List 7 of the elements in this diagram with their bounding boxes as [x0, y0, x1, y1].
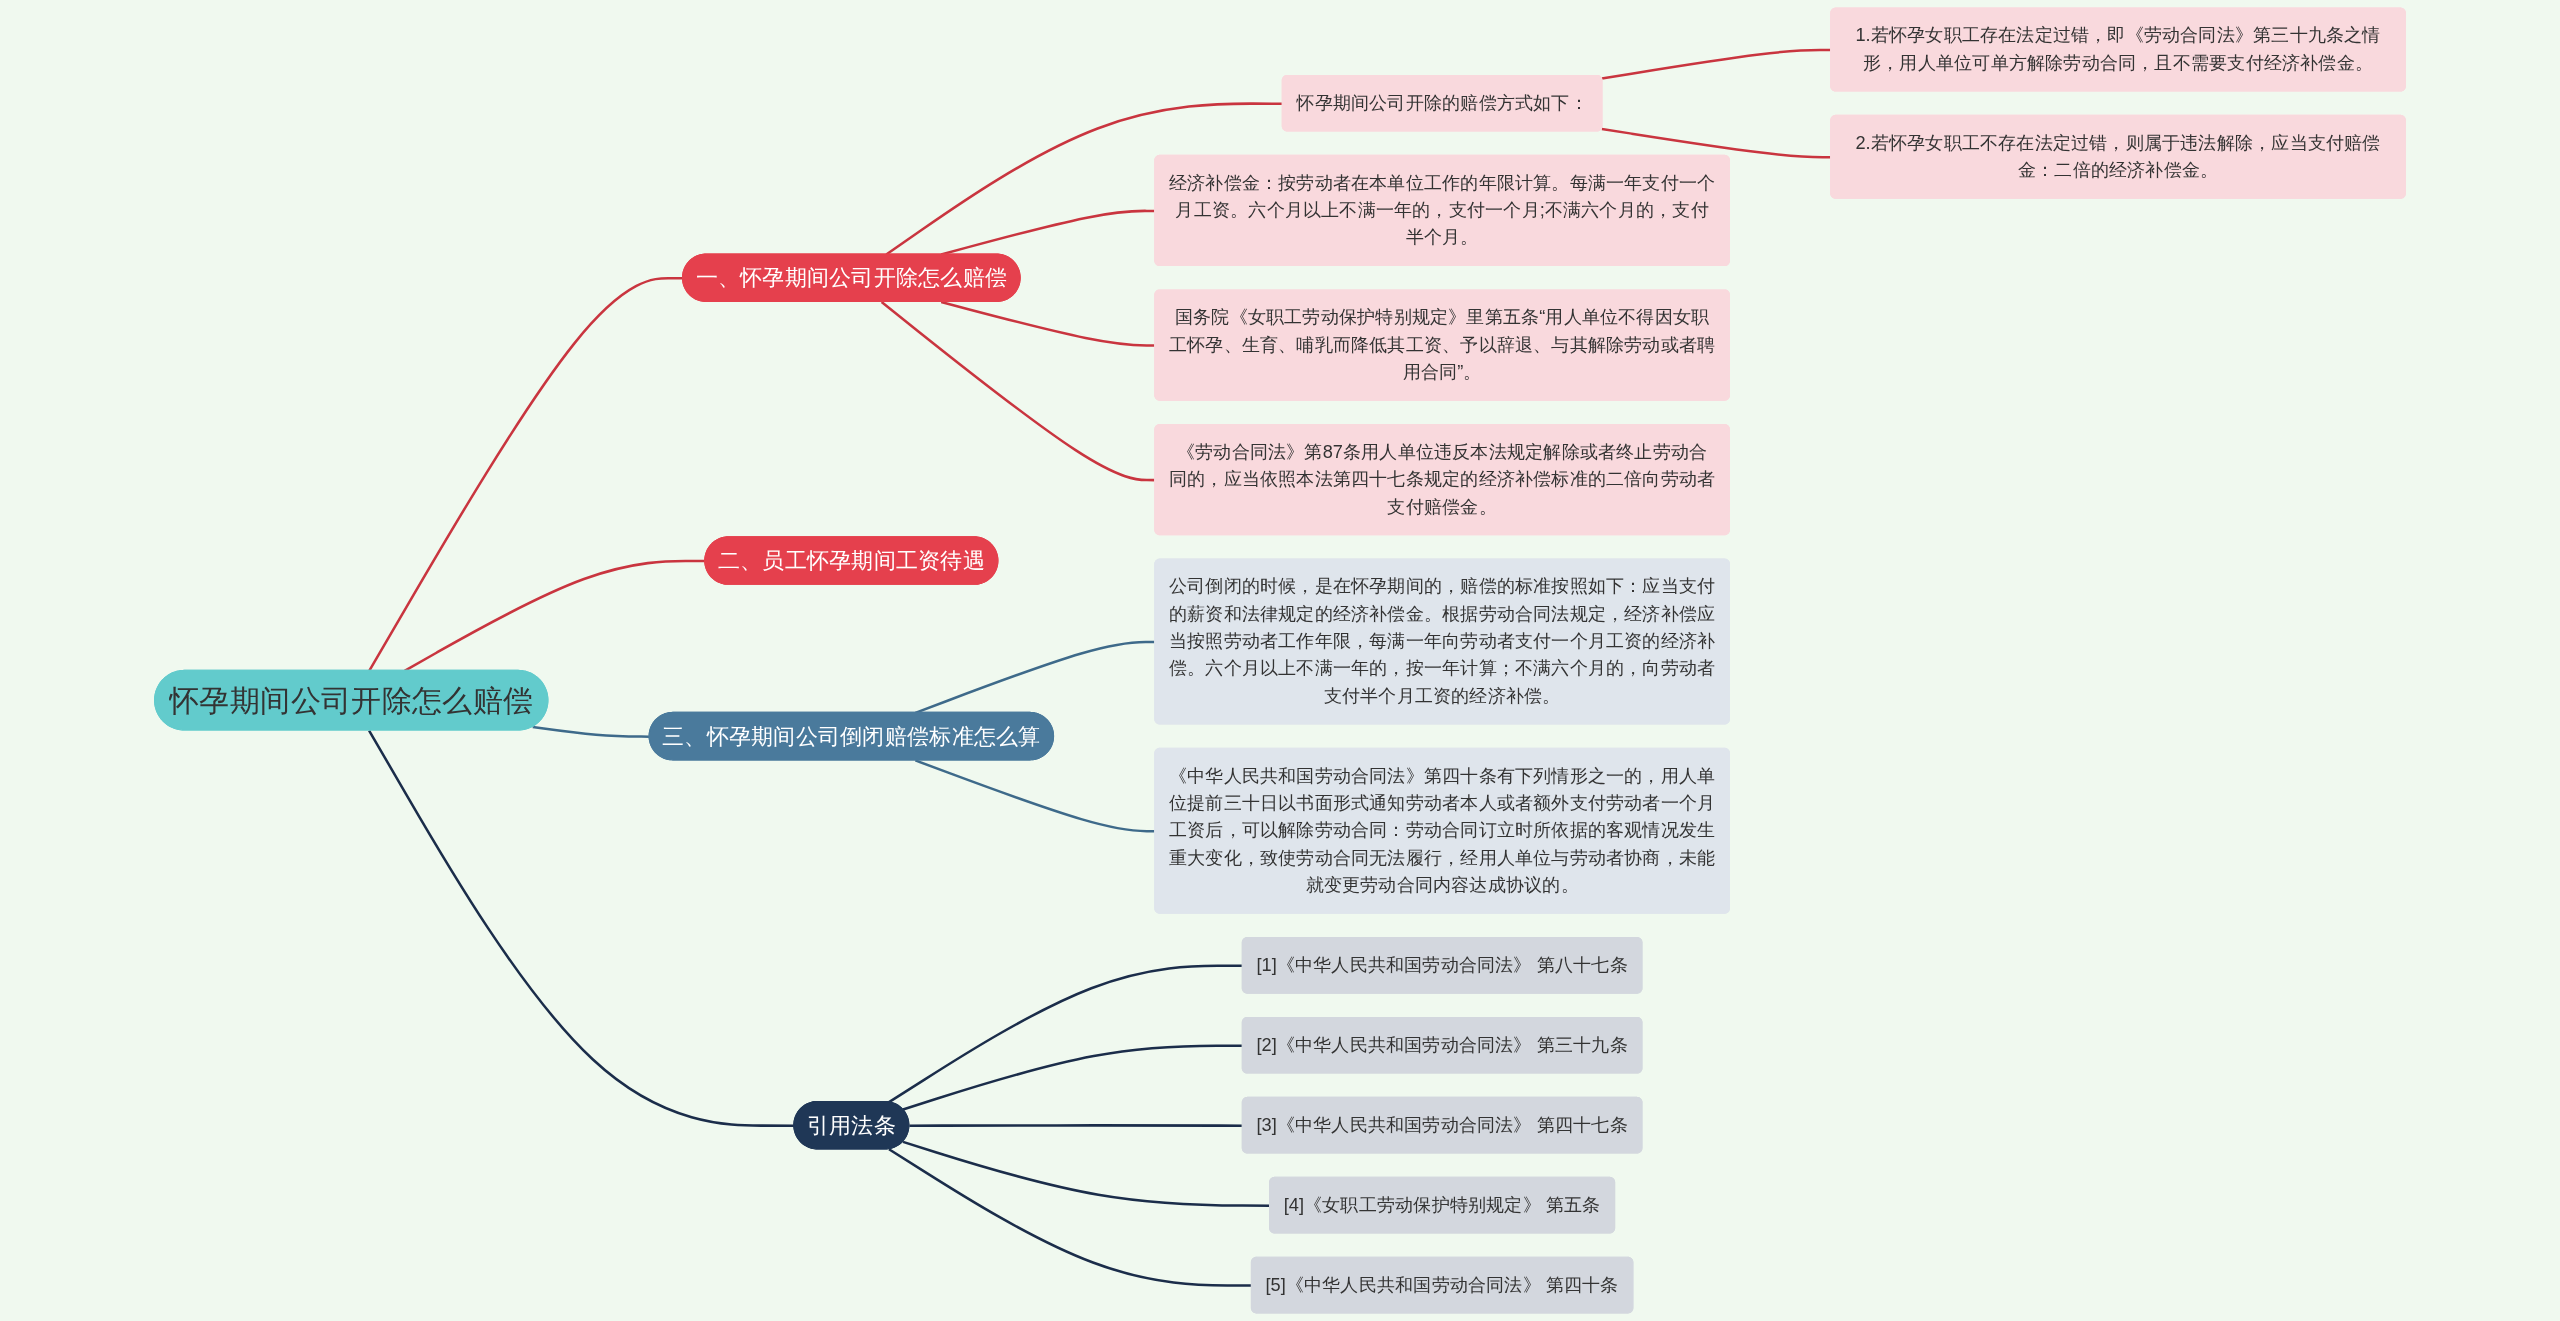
connector	[403, 559, 706, 672]
connector	[902, 1044, 1243, 1111]
connector	[909, 1124, 1243, 1127]
connector	[888, 964, 1243, 1104]
connector	[368, 276, 683, 672]
connector	[532, 725, 650, 738]
connector	[888, 1148, 1252, 1287]
